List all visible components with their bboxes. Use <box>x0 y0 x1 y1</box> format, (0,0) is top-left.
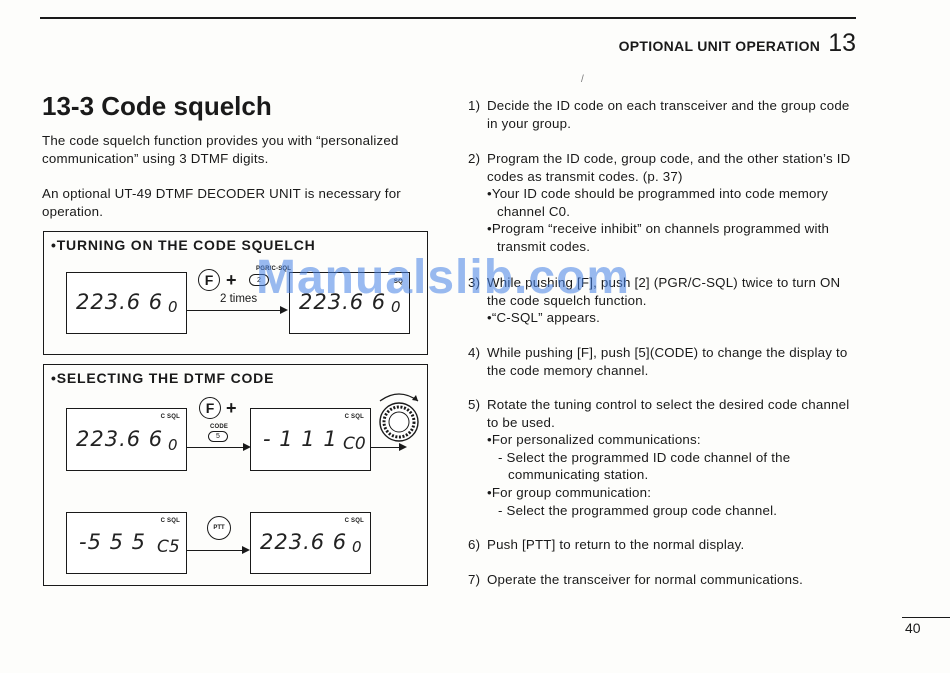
step-1: 1) Decide the ID code on each transceive… <box>468 97 851 132</box>
lcd-frequency: 223.6 6 <box>260 530 348 554</box>
scan-mark: / <box>581 74 584 85</box>
chapter-number: 13 <box>828 29 856 57</box>
lcd-display-b: C SQL - 1 1 1 C0 <box>250 408 371 471</box>
step-5: 5) Rotate the tuning control to select t… <box>468 396 851 519</box>
lcd-channel: 0 <box>168 298 178 316</box>
page-number-rule <box>902 617 950 618</box>
lcd-frequency: - 1 1 1 <box>263 427 338 451</box>
csql-indicator: C SQL <box>160 518 180 524</box>
arrow-right-icon <box>243 443 251 451</box>
lcd-frequency: 223.6 6 <box>76 427 164 451</box>
step-sub-item: - Select the programmed group code chann… <box>498 502 778 518</box>
step-sub-item: - Select the programmed ID code channel … <box>498 449 791 483</box>
panel-title: •SELECTING THE DTMF CODE <box>51 370 275 386</box>
step-number: 3) <box>468 275 481 290</box>
lcd-display-c: C SQL -5 5 5 C5 <box>66 512 187 574</box>
plus-sign: + <box>226 270 237 290</box>
panel-title: •TURNING ON THE CODE SQUELCH <box>51 237 316 253</box>
step-number: 7) <box>468 572 481 587</box>
watermark-text: Manualslib.com <box>256 251 631 304</box>
lcd-frequency: 223.6 6 <box>299 290 387 314</box>
key-function-label: PGR/C-SQL <box>256 266 292 272</box>
arrow-line <box>371 447 399 448</box>
arrow-right-icon <box>399 443 407 451</box>
lcd-frequency: 223.6 6 <box>76 290 164 314</box>
requirement-paragraph: An optional UT-49 DTMF DECODER UNIT is n… <box>42 186 401 219</box>
step-4: 4) While pushing [F], push [5](CODE) to … <box>468 344 851 379</box>
step-number: 6) <box>468 537 481 552</box>
step-text: While pushing [F], push [2] (PGR/C-SQL) … <box>487 275 841 308</box>
lcd-channel: 0 <box>391 298 401 316</box>
section-title: 13-3 Code squelch <box>42 91 272 121</box>
step-7: 7) Operate the transceiver for normal co… <box>468 571 851 589</box>
lcd-frequency: -5 5 5 <box>79 530 147 554</box>
step-bullet: •Program “receive inhibit” on channels p… <box>487 221 830 254</box>
arrow-line <box>187 447 243 448</box>
step-number: 5) <box>468 397 481 412</box>
step-text: Program the ID code, group code, and the… <box>487 151 851 184</box>
step-bullet: •For group communication: <box>487 484 652 500</box>
step-number: 4) <box>468 345 481 360</box>
arrow-right-icon <box>242 546 250 554</box>
key-2-icon: 2 <box>249 274 269 286</box>
step-number: 1) <box>468 98 481 113</box>
lcd-channel: C0 <box>343 434 366 454</box>
page-header: OPTIONAL UNIT OPERATION 13 <box>619 31 856 56</box>
ptt-button-icon: PTT <box>207 516 231 540</box>
step-6: 6) Push [PTT] to return to the normal di… <box>468 536 851 554</box>
sq-indicator: SQ <box>393 279 403 285</box>
page-number: 40 <box>905 620 921 636</box>
lcd-display-d: C SQL 223.6 6 0 <box>250 512 371 574</box>
step-3: 3) While pushing [F], push [2] (PGR/C-SQ… <box>468 274 851 327</box>
step-number: 2) <box>468 151 481 166</box>
step-bullet: •“C-SQL” appears. <box>487 310 600 326</box>
csql-indicator: C SQL <box>344 518 364 524</box>
lcd-channel: C5 <box>157 537 180 557</box>
section-label: OPTIONAL UNIT OPERATION <box>618 38 821 54</box>
step-text: Rotate the tuning control to select the … <box>487 397 850 430</box>
step-bullet: •Your ID code should be programmed into … <box>487 186 829 219</box>
step-text: Push [PTT] to return to the normal displ… <box>487 537 745 552</box>
step-text: Operate the transceiver for normal commu… <box>487 572 803 587</box>
lcd-channel: 0 <box>352 538 362 556</box>
intro-paragraph: The code squelch function provides you w… <box>42 133 399 166</box>
lcd-display-after: SQ 223.6 6 0 <box>289 272 410 334</box>
tuning-dial-icon <box>379 393 419 442</box>
f-key-icon: F <box>199 397 221 419</box>
arrow-line <box>187 310 280 311</box>
csql-indicator: C SQL <box>160 414 180 420</box>
code-label: CODE <box>210 424 229 430</box>
step-text: Decide the ID code on each transceiver a… <box>487 98 850 131</box>
press-note: 2 times <box>220 293 258 305</box>
panel-turning-on: •TURNING ON THE CODE SQUELCH 223.6 6 0 F… <box>43 231 428 355</box>
top-rule <box>40 17 856 19</box>
step-bullet: •For personalized communications: <box>487 432 701 448</box>
key-5-icon: 5 <box>208 431 228 442</box>
arrow-right-icon <box>280 306 288 314</box>
arrow-line <box>187 550 242 551</box>
step-text: While pushing [F], push [5](CODE) to cha… <box>487 345 848 378</box>
lcd-display-a: C SQL 223.6 6 0 <box>66 408 187 471</box>
step-2: 2) Program the ID code, group code, and … <box>468 150 851 256</box>
plus-sign: + <box>226 398 237 418</box>
f-key-icon: F <box>198 269 220 291</box>
lcd-display-before: 223.6 6 0 <box>66 272 187 334</box>
csql-indicator: C SQL <box>344 414 364 420</box>
lcd-channel: 0 <box>168 436 178 454</box>
panel-selecting-code: •SELECTING THE DTMF CODE C SQL 223.6 6 0… <box>43 364 428 586</box>
